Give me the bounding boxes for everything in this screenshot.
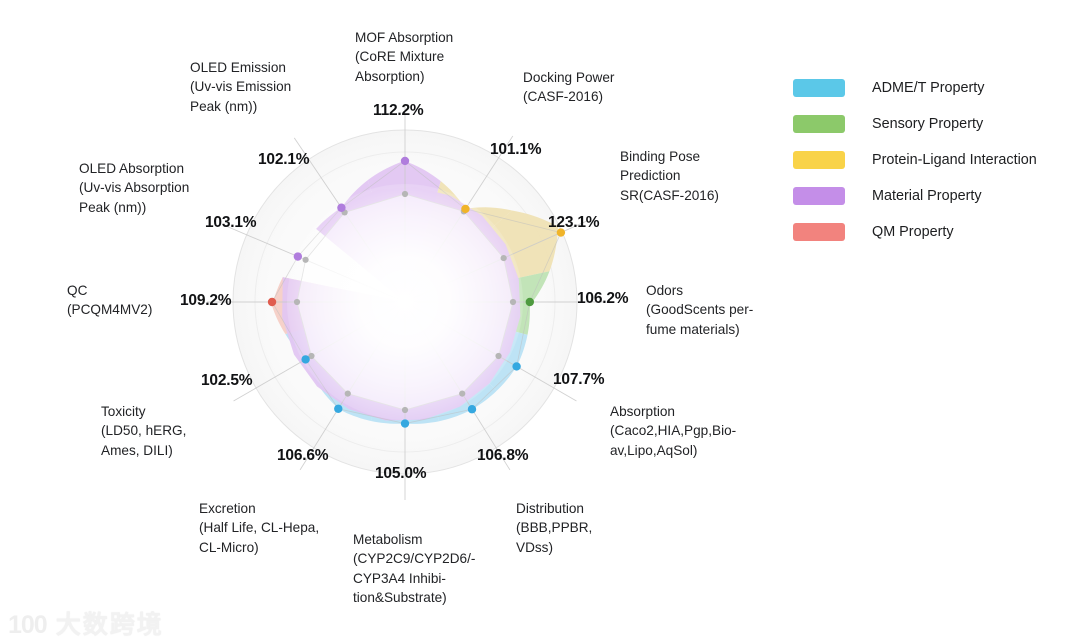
legend-swatch-icon bbox=[793, 151, 845, 169]
legend-item-4[interactable]: QM Property bbox=[793, 214, 1063, 250]
legend-item-2[interactable]: Protein-Ligand Interaction bbox=[793, 142, 1063, 178]
legend-label: Sensory Property bbox=[872, 115, 984, 132]
value-dots bbox=[267, 156, 566, 428]
axis-label-distribution: Distribution (BBB,PPBR, VDss) bbox=[516, 501, 593, 555]
legend-item-3[interactable]: Material Property bbox=[793, 178, 1063, 214]
value-label-absorption: 107.7% bbox=[553, 371, 605, 388]
value-label-binding-pose-prediction: 123.1% bbox=[548, 214, 600, 231]
value-label-odors: 106.2% bbox=[577, 290, 629, 307]
baseline-dot-distribution bbox=[459, 390, 466, 397]
axis-label-toxicity: Toxicity (LD50, hERG, Ames, DILI) bbox=[101, 404, 187, 458]
legend-swatch-icon bbox=[793, 79, 845, 97]
value-dot-oled-emission[interactable] bbox=[337, 203, 346, 212]
value-dot-mof-absorption[interactable] bbox=[400, 156, 410, 166]
legend-swatch-icon bbox=[793, 187, 845, 205]
value-dot-excretion[interactable] bbox=[334, 404, 343, 413]
axis-label-odors: Odors (GoodScents per- fume materials) bbox=[646, 283, 754, 337]
axis-label-metabolism: Metabolism (CYP2C9/CYP2D6/- CYP3A4 Inhib… bbox=[353, 532, 476, 605]
value-dot-distribution[interactable] bbox=[467, 405, 477, 414]
value-label-oled-emission: 102.1% bbox=[258, 151, 310, 168]
value-label-metabolism: 105.0% bbox=[375, 465, 427, 482]
baseline-dot-binding-pose-prediction bbox=[500, 254, 507, 262]
axis-label-absorption: Absorption (Caco2,HIA,Pgp,Bio- av,Lipo,A… bbox=[610, 404, 737, 458]
legend-label: Material Property bbox=[872, 187, 982, 204]
legend-label: Protein-Ligand Interaction bbox=[872, 151, 1037, 168]
baseline-dot-oled-absorption bbox=[302, 256, 309, 263]
baseline-dot-odors bbox=[509, 298, 517, 306]
value-dot-qc[interactable] bbox=[267, 297, 277, 307]
axis-label-mof-absorption: MOF Absorption (CoRE Mixture Absorption) bbox=[355, 30, 454, 84]
legend-item-1[interactable]: Sensory Property bbox=[793, 106, 1063, 142]
baseline-dot-metabolism bbox=[401, 406, 409, 414]
legend-label: QM Property bbox=[872, 223, 954, 240]
baseline-dots bbox=[293, 190, 517, 414]
axis-label-binding-pose-prediction: Binding Pose Prediction SR(CASF-2016) bbox=[620, 149, 719, 203]
legend-item-0[interactable]: ADME/T Property bbox=[793, 70, 1063, 106]
value-dot-oled-absorption[interactable] bbox=[293, 252, 303, 261]
axis-label-oled-absorption: OLED Absorption (Uv-vis Absorption Peak … bbox=[79, 161, 190, 215]
baseline-dot-toxicity bbox=[308, 352, 315, 360]
value-dot-toxicity[interactable] bbox=[301, 355, 310, 364]
value-dot-binding-pose-prediction[interactable] bbox=[556, 228, 566, 237]
value-dot-absorption[interactable] bbox=[512, 362, 521, 371]
baseline-dot-absorption bbox=[495, 352, 502, 360]
axis-label-oled-emission: OLED Emission (Uv-vis Emission Peak (nm)… bbox=[190, 60, 292, 114]
value-label-toxicity: 102.5% bbox=[201, 372, 253, 389]
value-dot-metabolism[interactable] bbox=[400, 419, 410, 428]
legend-swatch-icon bbox=[793, 223, 845, 241]
value-label-docking-power: 101.1% bbox=[490, 141, 542, 158]
value-label-mof-absorption: 112.2% bbox=[373, 102, 424, 119]
value-dot-docking-power[interactable] bbox=[461, 204, 470, 214]
axis-label-excretion: Excretion (Half Life, CL-Hepa, CL-Micro) bbox=[199, 501, 320, 555]
legend-label: ADME/T Property bbox=[872, 79, 985, 96]
value-label-distribution: 106.8% bbox=[477, 447, 529, 464]
value-label-excretion: 106.6% bbox=[277, 447, 329, 464]
axis-label-docking-power: Docking Power (CASF-2016) bbox=[523, 70, 615, 105]
value-label-oled-absorption: 103.1% bbox=[205, 214, 257, 231]
baseline-dot-qc bbox=[293, 298, 301, 306]
baseline-dot-mof-absorption bbox=[401, 190, 409, 198]
value-label-qc: 109.2% bbox=[180, 292, 232, 309]
legend-swatch-icon bbox=[793, 115, 845, 133]
center-fade bbox=[287, 184, 523, 420]
baseline-dot-excretion bbox=[344, 390, 351, 397]
value-dot-odors[interactable] bbox=[525, 297, 535, 307]
axis-label-qc: QC (PCQM4MV2) bbox=[67, 283, 153, 318]
